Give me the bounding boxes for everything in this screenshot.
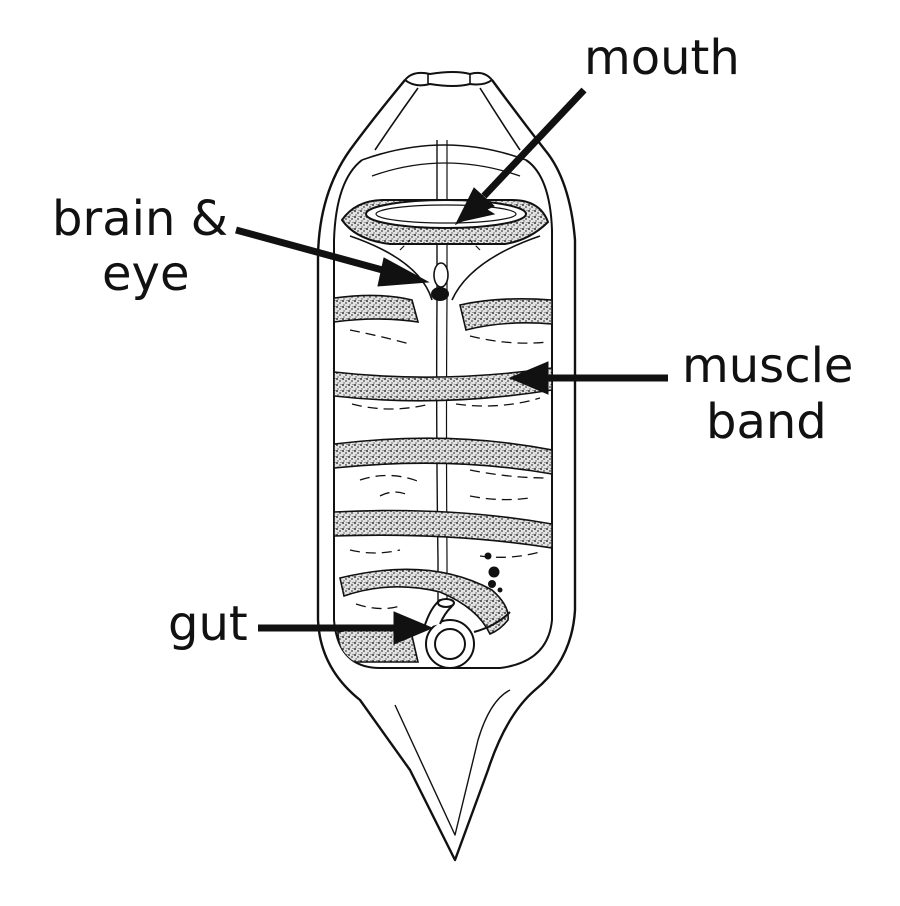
organ-dots — [484, 552, 503, 593]
mouth-opening — [365, 199, 527, 229]
gut-coil — [425, 619, 475, 669]
label-brain-line2: eye — [102, 246, 189, 302]
internal-details — [349, 329, 549, 610]
label-mouth: mouth — [584, 30, 740, 86]
muscle-band-2 — [334, 367, 552, 402]
muscle-bands — [334, 294, 552, 663]
label-muscle-line1: muscle — [682, 338, 853, 394]
tunic-inner-line — [374, 87, 521, 151]
label-brain-line1: brain & — [52, 191, 228, 247]
label-gut: gut — [168, 596, 248, 652]
brain-eye — [431, 262, 449, 301]
tunic-outline — [316, 79, 577, 862]
brain-arrow — [235, 226, 430, 287]
muscle-band-4 — [334, 509, 552, 549]
siphon-rim — [404, 71, 493, 87]
muscle-band-5 — [339, 568, 509, 636]
muscle-arrow — [508, 361, 668, 395]
outer-tunic — [316, 71, 577, 862]
muscle-band-1-right — [459, 297, 552, 331]
labels: mouth brain & eye muscle band gut — [52, 30, 853, 652]
gut-arrow — [258, 611, 434, 645]
arrows — [235, 87, 668, 645]
body-wall — [333, 159, 553, 669]
muscle-band-3 — [334, 437, 552, 475]
mouth-structure — [340, 199, 550, 301]
mouth-arrow — [454, 87, 587, 226]
muscle-band-1-left — [334, 294, 420, 323]
gut-structure — [423, 598, 511, 669]
label-muscle-line2: band — [706, 394, 827, 450]
